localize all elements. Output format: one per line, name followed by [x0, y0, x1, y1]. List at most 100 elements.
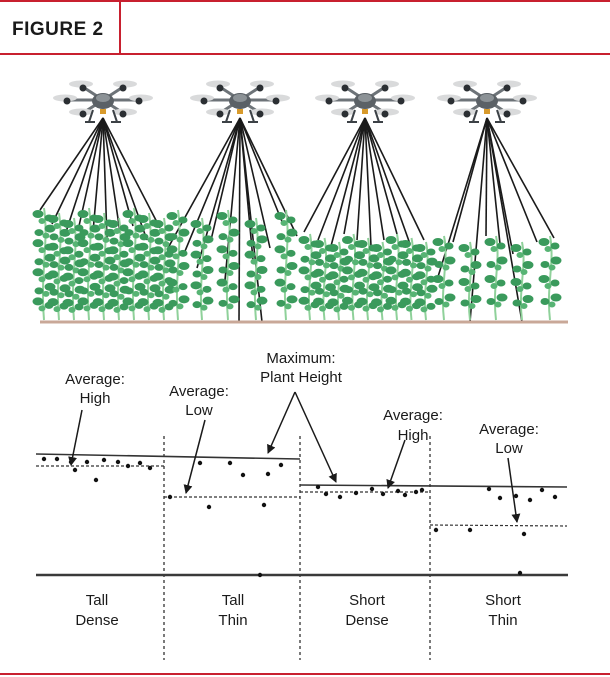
crop-plant-icon — [216, 209, 240, 321]
return-point — [72, 467, 78, 473]
return-point — [167, 494, 173, 500]
lidar-beam — [210, 117, 241, 241]
lidar-beam — [182, 117, 241, 257]
return-point — [497, 495, 503, 501]
annotation-max-height-line1: Maximum: — [266, 350, 335, 367]
lidar-beam — [239, 117, 271, 249]
return-point — [419, 487, 425, 493]
lidar-beam — [364, 117, 411, 245]
max-height-line-short — [299, 484, 568, 488]
lidar-beam — [486, 117, 501, 245]
return-point — [539, 487, 545, 493]
plot-label-short-thin-line1: Short — [485, 592, 522, 609]
return-point — [323, 491, 329, 497]
return-points — [41, 456, 558, 578]
annotation-arrows — [68, 391, 521, 523]
annotation-avg-low-1-line1: Average: — [169, 383, 229, 400]
crop-plants — [32, 207, 562, 321]
crop-plant-icon — [166, 209, 190, 321]
return-point — [315, 484, 321, 490]
return-point — [101, 457, 107, 463]
annotation-avg-high-1-line1: Average: — [65, 371, 125, 388]
plot-label-tall-dense-line2: Dense — [75, 612, 118, 629]
lidar-beam — [65, 117, 104, 233]
plot-label-short-thin-line2: Thin — [488, 612, 517, 629]
return-point — [467, 527, 473, 533]
crop-plant-icon — [538, 235, 562, 321]
lidar-beam — [317, 117, 366, 241]
lidar-beam — [224, 117, 241, 281]
crop-plant-icon — [107, 217, 131, 321]
crop-plant-icon — [137, 212, 161, 321]
return-point — [402, 492, 408, 498]
lidar-beam — [364, 117, 372, 247]
return-point — [265, 471, 271, 477]
arrow-max-height-1 — [267, 391, 296, 454]
arrow-avg-low-1 — [183, 419, 206, 494]
lidar-beam — [485, 117, 488, 237]
plot-labels: Tall Dense Tall Thin Short Dense Short T… — [75, 592, 521, 629]
return-point — [517, 570, 523, 576]
annotations: Average: High Average: Low Maximum: Plan… — [65, 350, 539, 457]
return-point — [369, 486, 375, 492]
figure-header: FIGURE 2 — [0, 0, 610, 55]
return-point — [527, 497, 533, 503]
plot-label-short-dense-line1: Short — [349, 592, 386, 609]
annotation-max-height-line2: Plant Height — [260, 369, 343, 386]
crop-plant-icon — [274, 209, 298, 321]
drone-illustration — [32, 79, 568, 324]
crop-plant-icon — [244, 217, 268, 321]
return-point — [206, 504, 212, 510]
annotation-avg-low-2-line1: Average: — [479, 421, 539, 438]
lidar-beam — [102, 117, 121, 233]
return-point — [84, 459, 90, 465]
hexacopter-drone-icon — [51, 79, 155, 124]
crop-plant-icon — [484, 235, 508, 321]
arrow-avg-high-2 — [386, 439, 406, 489]
return-point — [147, 465, 153, 471]
return-point — [521, 531, 527, 537]
lidar-beam — [343, 117, 366, 235]
return-point — [227, 460, 233, 466]
lidar-beam — [39, 117, 104, 211]
return-point — [380, 491, 386, 497]
return-point — [41, 456, 47, 462]
lidar-beam — [102, 117, 134, 227]
lidar-beam — [303, 117, 366, 233]
return-point — [125, 463, 131, 469]
lidar-beam — [330, 117, 366, 247]
crop-plant-icon — [32, 207, 56, 321]
return-point — [240, 472, 246, 478]
lidar-beam — [78, 117, 104, 227]
crop-plant-icon — [298, 233, 322, 321]
lidar-beam — [486, 117, 538, 243]
annotation-avg-high-2-line1: Average: — [383, 407, 443, 424]
return-point — [353, 490, 359, 496]
drones — [51, 79, 539, 124]
lidar-beam — [102, 117, 161, 229]
plot-label-tall-thin-line2: Thin — [218, 612, 247, 629]
return-point — [552, 494, 558, 500]
height-profile-diagram: Average: High Average: Low Maximum: Plan… — [35, 350, 568, 660]
return-point — [278, 462, 284, 468]
return-point — [137, 460, 143, 466]
arrow-max-height-2 — [294, 391, 337, 483]
return-point — [486, 486, 492, 492]
plot-label-tall-thin-line1: Tall — [222, 592, 245, 609]
lidar-beam — [356, 117, 366, 241]
return-point — [197, 460, 203, 466]
annotation-avg-high-1-line2: High — [80, 390, 111, 407]
crop-plant-icon — [77, 207, 101, 321]
arrow-avg-low-2 — [507, 457, 521, 523]
lidar-beam — [51, 117, 104, 225]
lidar-beam — [486, 117, 555, 239]
return-point — [395, 488, 401, 494]
return-point — [54, 456, 60, 462]
return-point — [337, 494, 343, 500]
annotation-avg-high-2-line2: High — [398, 427, 429, 444]
hexacopter-drone-icon — [435, 79, 539, 124]
arrow-avg-high-1 — [68, 409, 83, 466]
figure-label: FIGURE 2 — [12, 19, 104, 40]
plot-label-short-dense-line2: Dense — [345, 612, 388, 629]
lidar-beam — [364, 117, 425, 241]
